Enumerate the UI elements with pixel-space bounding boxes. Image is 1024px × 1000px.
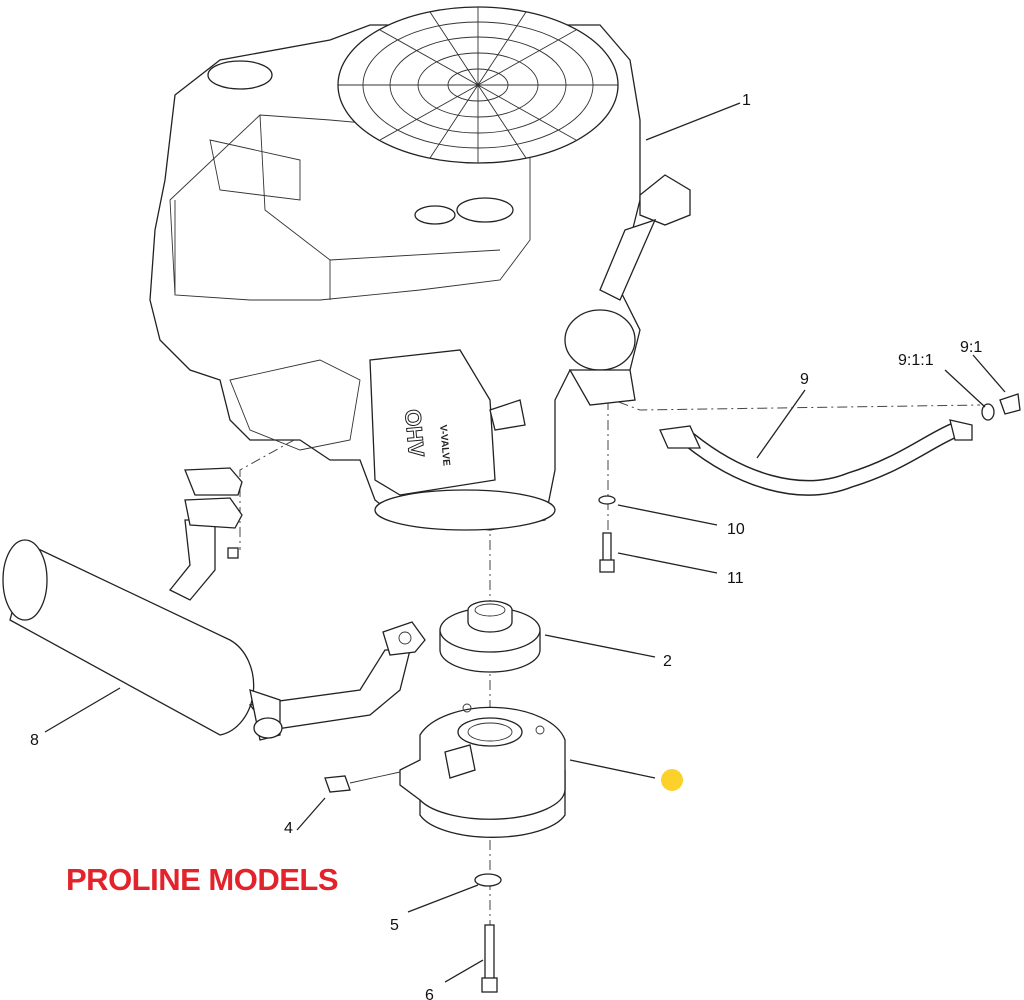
muffler[interactable]	[2, 519, 426, 741]
callout-leaders	[44, 102, 1006, 983]
exhaust-gasket[interactable]	[184, 467, 243, 496]
electric-clutch[interactable]	[399, 703, 566, 838]
callout-8[interactable]: 8	[30, 732, 39, 749]
callout-11[interactable]: 11	[727, 570, 744, 587]
fan-screen	[337, 6, 619, 164]
washer-10[interactable]	[598, 495, 616, 505]
o-ring[interactable]	[981, 403, 995, 421]
nut[interactable]	[227, 547, 239, 559]
exhaust-flange[interactable]	[184, 497, 243, 529]
callout-9[interactable]: 9	[800, 371, 809, 388]
callout-5[interactable]: 5	[390, 917, 399, 934]
callout-9-1[interactable]: 9:1	[960, 339, 982, 356]
washer[interactable]	[474, 873, 502, 887]
centerline-hose	[599, 394, 981, 411]
callout-4[interactable]: 4	[284, 820, 293, 837]
clutch-bolt[interactable]	[481, 924, 498, 993]
fitting[interactable]	[999, 393, 1021, 415]
ohv-marking: OHV	[400, 408, 429, 458]
fuel-hose[interactable]	[659, 419, 973, 496]
bolt-11[interactable]	[599, 532, 615, 573]
hotspot-marker-icon[interactable]	[661, 769, 683, 791]
engine[interactable]: OHV V-VALVE	[149, 6, 691, 531]
proline-models-title: PROLINE MODELS	[66, 862, 339, 897]
callout-9-1-1[interactable]: 9:1:1	[898, 352, 934, 369]
callout-10[interactable]: 10	[727, 521, 745, 538]
callout-1[interactable]: 1	[742, 92, 751, 109]
callout-2[interactable]: 2	[663, 653, 672, 670]
v-valve-marking: V-VALVE	[437, 424, 452, 466]
key[interactable]	[324, 775, 351, 793]
callout-6[interactable]: 6	[425, 987, 434, 1000]
valve-cover	[369, 349, 496, 496]
pulley[interactable]	[439, 600, 541, 673]
